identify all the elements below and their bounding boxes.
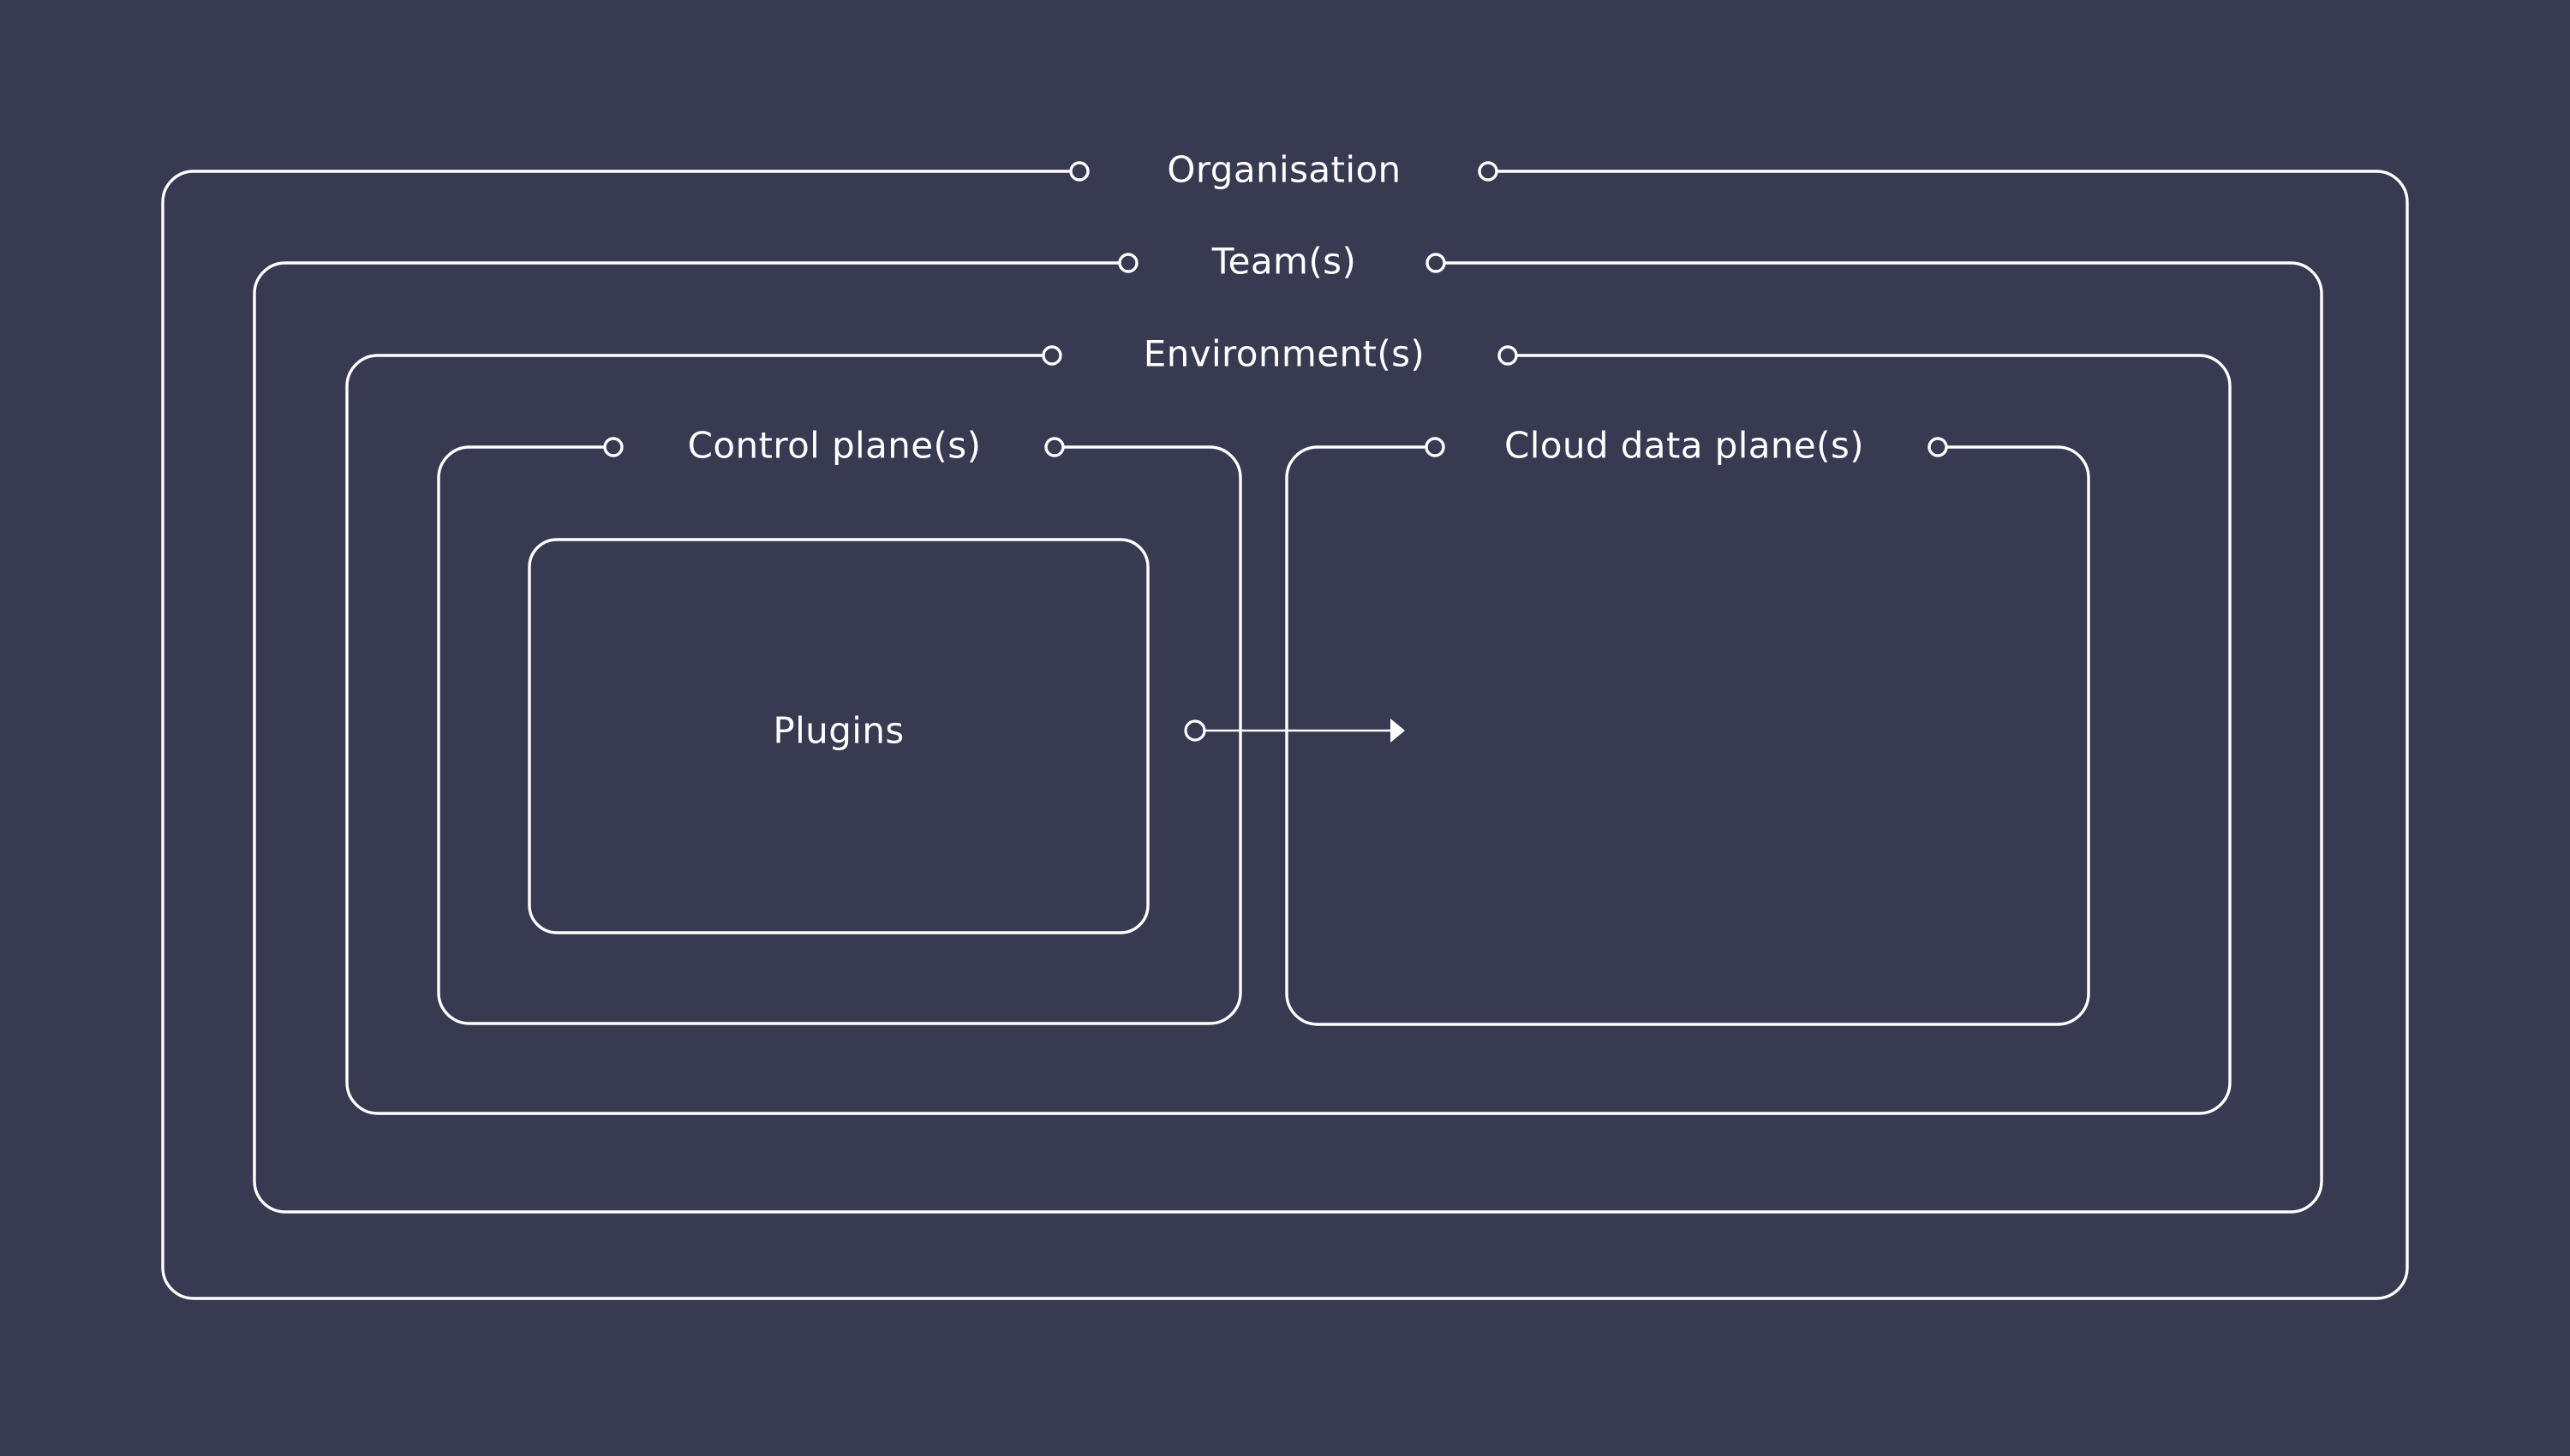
group-organisation[interactable]: Organisation [161,149,2409,1300]
group-control-plane[interactable]: Control plane(s) [437,425,1242,1025]
cloud-data-plane-dot-right-icon [1928,437,1948,457]
control-plane-label: Control plane(s) [688,425,982,467]
plugins-label: Plugins [773,710,904,752]
plugins-box-outline [528,538,1150,934]
environment-dot-left-icon [1042,345,1062,366]
flow-arrow-plugins-to-cloud-data-plane [1184,719,1405,743]
environment-dot-right-icon [1497,345,1518,366]
group-environment[interactable]: Environment(s) [345,333,2232,1115]
environment-label: Environment(s) [1144,333,1425,375]
organisation-dot-right-icon [1478,161,1498,182]
organisation-box-outline [161,170,2409,1300]
team-label: Team(s) [1211,241,1356,283]
group-cloud-data-plane[interactable]: Cloud data plane(s) [1285,425,2090,1026]
cloud-data-plane-dot-left-icon [1425,437,1445,457]
environment-box-outline [345,354,2232,1115]
organisation-label: Organisation [1167,149,1401,191]
control-plane-dot-right-icon [1044,437,1065,457]
flow-arrow-head-icon [1390,719,1405,743]
team-dot-left-icon [1118,253,1139,273]
control-plane-dot-left-icon [603,437,624,457]
group-team[interactable]: Team(s) [253,241,2323,1214]
organisation-dot-left-icon [1069,161,1090,182]
group-plugins[interactable]: Plugins [528,538,1150,934]
cloud-data-plane-label: Cloud data plane(s) [1504,425,1864,467]
team-box-outline [253,261,2323,1214]
flow-source-dot-icon [1184,719,1206,742]
cloud-data-plane-box-outline [1285,445,2090,1026]
control-plane-box-outline [437,445,1242,1025]
team-dot-right-icon [1425,253,1446,273]
